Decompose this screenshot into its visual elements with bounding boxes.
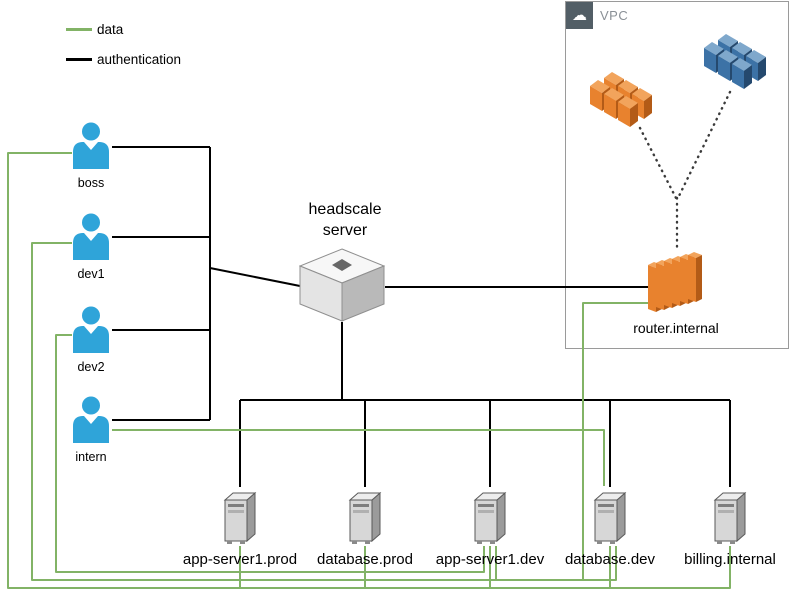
person-icon <box>73 396 109 443</box>
server-node-billing-internal <box>711 488 749 551</box>
router-node <box>648 252 704 319</box>
user-label-intern: intern <box>75 450 107 464</box>
authentication-connection <box>209 267 301 287</box>
instance-stack-orange-icon <box>590 72 652 127</box>
person-icon <box>73 122 109 169</box>
headscale-label: headscale server <box>308 201 382 239</box>
server-label-app-server1-dev: app-server1.dev <box>435 551 545 568</box>
server-node-app-server1-prod <box>221 488 259 551</box>
auth-line-swatch <box>66 58 92 61</box>
user-node-dev1 <box>70 213 112 266</box>
legend-item-data: data <box>66 22 123 37</box>
person-icon <box>73 213 109 260</box>
server-tower-icon <box>594 492 626 545</box>
legend-item-authentication: authentication <box>66 52 181 67</box>
server-label-app-server1-prod: app-server1.prod <box>182 551 298 568</box>
user-label-boss: boss <box>77 176 105 190</box>
router-icon <box>648 252 702 312</box>
server-tower-icon <box>474 492 506 545</box>
data-connection <box>31 242 617 581</box>
server-label-database-prod: database.prod <box>317 551 413 568</box>
vpc-internal-connection <box>676 90 732 200</box>
legend-label-data: data <box>97 22 124 37</box>
data-connection <box>582 302 652 580</box>
headscale-node <box>298 248 386 327</box>
cloud-icon: ☁ <box>566 2 593 29</box>
server-tower-icon <box>714 492 746 545</box>
data-connection <box>7 152 731 589</box>
server-tower-icon <box>349 492 381 545</box>
user-node-intern <box>70 396 112 449</box>
user-label-dev2: dev2 <box>77 360 105 374</box>
data-line-swatch <box>66 28 92 31</box>
instance-cluster-blue <box>690 34 770 97</box>
server-node-database-dev <box>591 488 629 551</box>
person-icon <box>73 306 109 353</box>
instance-cluster-orange <box>576 72 656 135</box>
server-label-database-dev: database.dev <box>564 551 656 568</box>
user-node-boss <box>70 122 112 175</box>
vpc-internal-connection <box>638 126 678 200</box>
server-tower-icon <box>224 492 256 545</box>
user-node-dev2 <box>70 306 112 359</box>
headscale-cube-icon <box>298 248 386 322</box>
server-label-billing-internal: billing.internal <box>684 551 776 568</box>
data-connection <box>55 334 485 573</box>
cloud-glyph: ☁ <box>572 7 587 24</box>
server-node-app-server1-dev <box>471 488 509 551</box>
router-label: router.internal <box>633 320 719 336</box>
vpc-label: VPC <box>600 8 629 23</box>
user-label-dev1: dev1 <box>77 267 105 281</box>
legend-label-authentication: authentication <box>97 52 182 67</box>
instance-stack-blue-icon <box>704 34 766 89</box>
server-node-database-prod <box>346 488 384 551</box>
data-connection <box>112 429 605 486</box>
